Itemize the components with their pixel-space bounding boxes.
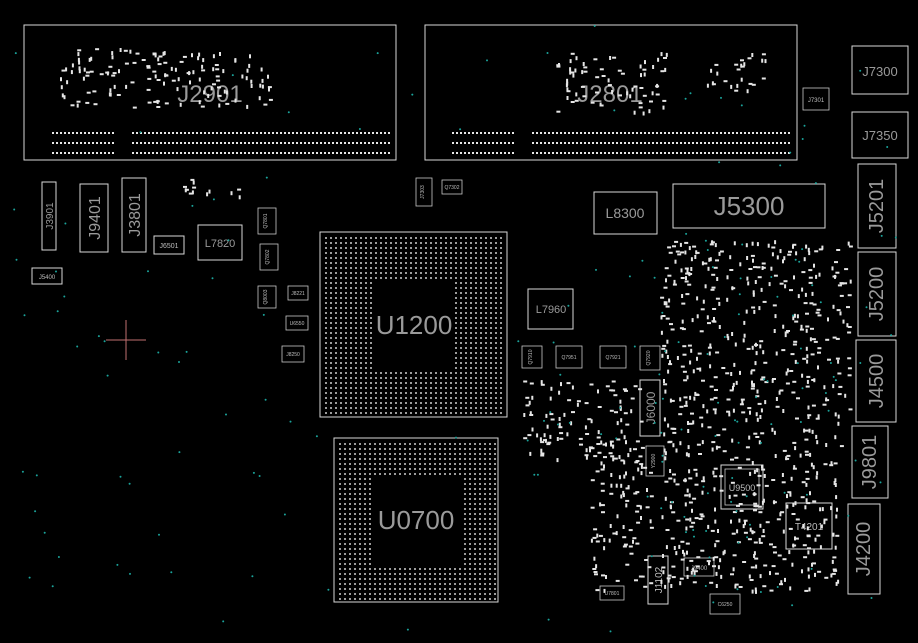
j5300-label: J5300 <box>714 191 785 221</box>
j8250-label: J8250 <box>286 352 300 358</box>
j4200-connector[interactable]: J4200 <box>847 503 881 595</box>
q7801-label: Q7801 <box>263 213 269 228</box>
j2901-label: J2901 <box>177 81 242 108</box>
j7301-label: J7301 <box>808 98 825 104</box>
q7951-part[interactable]: Q7951 <box>555 345 583 369</box>
u1200-chip[interactable]: U1200 <box>319 231 508 418</box>
j6501-connector[interactable]: J6501 <box>153 235 185 255</box>
c6250-part[interactable]: C6250 <box>709 593 741 615</box>
u6550-label: U6550 <box>290 321 305 327</box>
u1200-label: U1200 <box>376 310 453 340</box>
q7910-part[interactable]: Q7910 <box>521 345 543 369</box>
q8003-part[interactable]: Q8003 <box>257 285 277 309</box>
j5201-connector[interactable]: J5201 <box>857 163 897 249</box>
crosshair-cursor-icon <box>106 320 146 360</box>
j4500-label: J4500 <box>866 354 888 409</box>
q7801-part[interactable]: Q7801 <box>257 207 277 235</box>
j5201-label: J5201 <box>866 179 888 234</box>
q7951-label: Q7951 <box>561 355 576 361</box>
j5400-connector[interactable]: J5400 <box>31 267 63 285</box>
l8300-inductor[interactable]: L8300 <box>593 191 658 235</box>
l7820-label: L7820 <box>205 238 236 250</box>
l7820-inductor[interactable]: L7820 <box>197 224 243 261</box>
u0700-ball-grid <box>339 443 496 600</box>
j7350-connector[interactable]: J7350 <box>851 111 909 159</box>
j4200-label: J4200 <box>853 522 875 577</box>
j9801-label: J9801 <box>859 435 881 490</box>
j5200-connector[interactable]: J5200 <box>857 251 897 337</box>
q7920-label: Q7920 <box>646 350 652 365</box>
j9401-label: J9401 <box>87 196 104 240</box>
j7303-part[interactable]: J7303 <box>415 177 433 207</box>
j7300-connector[interactable]: J7300 <box>851 45 909 95</box>
j5400-label: J5400 <box>39 275 56 281</box>
q7302-label: Q7302 <box>444 185 459 191</box>
u9500-label: U9500 <box>729 483 756 493</box>
j3801-connector[interactable]: J3801 <box>121 177 147 253</box>
q7921-label: Q7921 <box>605 355 620 361</box>
j8221-part[interactable]: J8221 <box>287 285 309 301</box>
j5200-label: J5200 <box>866 267 888 322</box>
j8221-label: J8221 <box>291 291 305 297</box>
smd-pads <box>52 48 853 594</box>
l8300-label: L8300 <box>606 205 645 221</box>
u7801-part[interactable]: U7801 <box>599 585 625 601</box>
j6501-label: J6501 <box>159 243 178 250</box>
q7802-label: Q7802 <box>265 249 271 264</box>
q7802-part[interactable]: Q7802 <box>259 243 279 271</box>
j7301-part[interactable]: J7301 <box>802 87 830 111</box>
j7303-label: J7303 <box>420 185 426 199</box>
q7910-label: Q7910 <box>528 349 534 364</box>
j9801-connector[interactable]: J9801 <box>851 425 889 499</box>
j9401-connector[interactable]: J9401 <box>79 183 109 253</box>
u6550-part[interactable]: U6550 <box>285 315 309 331</box>
j3901-connector[interactable]: J3901 <box>41 181 57 251</box>
q7921-part[interactable]: Q7921 <box>599 345 627 369</box>
y2900-label: Y2900 <box>651 454 657 469</box>
y2900-crystal[interactable]: Y2900 <box>645 445 665 477</box>
c6250-label: C6250 <box>718 602 733 608</box>
u1200-ball-grid <box>325 237 502 414</box>
j6000-connector[interactable]: J6000 <box>639 379 661 437</box>
u7801-label: U7801 <box>605 591 620 597</box>
vias <box>13 25 897 633</box>
j5300-connector[interactable]: J5300 <box>672 183 826 229</box>
j2901-connector[interactable]: J2901 <box>23 24 397 161</box>
j7300-label: J7300 <box>862 64 897 79</box>
q7920-part[interactable]: Q7920 <box>639 345 661 371</box>
q8003-label: Q8003 <box>263 289 269 304</box>
u0700-label: U0700 <box>378 505 455 535</box>
j3801-label: J3801 <box>127 193 144 237</box>
j8250-part[interactable]: J8250 <box>281 345 305 363</box>
l7960-label: L7960 <box>536 304 567 316</box>
u0700-chip[interactable]: U0700 <box>333 437 499 603</box>
l7960-inductor[interactable]: L7960 <box>527 288 574 330</box>
t4201-label: T4201 <box>795 522 824 533</box>
j6000-label: J6000 <box>644 391 658 424</box>
j1102-label: J1102 <box>654 566 665 593</box>
j4500-connector[interactable]: J4500 <box>855 339 897 423</box>
j9400-label: J9400 <box>691 566 708 572</box>
j7350-label: J7350 <box>862 128 897 143</box>
j3901-label: J3901 <box>45 202 56 230</box>
q7302-part[interactable]: Q7302 <box>441 179 463 195</box>
